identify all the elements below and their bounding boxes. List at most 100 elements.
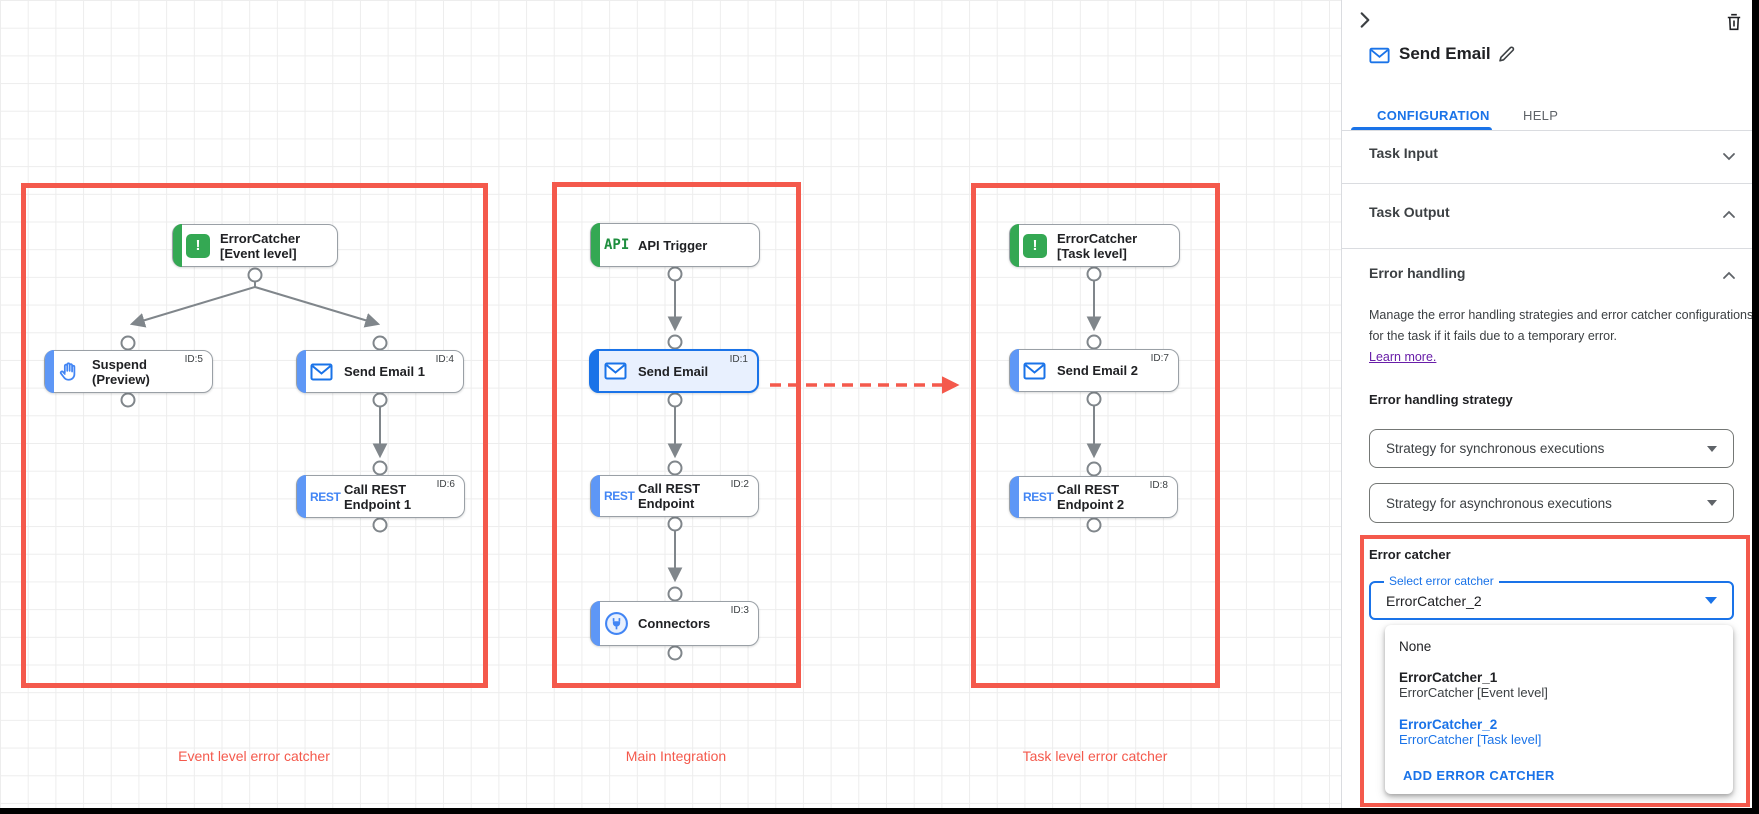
error-catcher-select[interactable]: Select error catcher ErrorCatcher_2 <box>1369 574 1734 620</box>
error-catcher-icon: ! <box>186 233 220 258</box>
dropdown-value: Strategy for synchronous executions <box>1386 441 1605 456</box>
section-task-input[interactable]: Task Input <box>1342 131 1752 183</box>
node-accent-bar <box>297 475 306 518</box>
node-title: Call REST Endpoint 2 <box>1057 482 1125 512</box>
node-send-email-2[interactable]: Send Email 2 ID:7 <box>1009 349 1179 392</box>
node-accent-bar <box>591 601 600 646</box>
section-label: Task Input <box>1369 145 1438 161</box>
node-title: ErrorCatcher [Event level] <box>220 230 301 261</box>
chevron-up-icon <box>1720 206 1738 229</box>
node-call-rest-endpoint-2[interactable]: REST Call REST Endpoint 2 ID:8 <box>1009 476 1178 518</box>
dropdown-arrow-icon <box>1707 445 1717 452</box>
node-title: API Trigger <box>638 237 708 253</box>
menu-item-description: ErrorCatcher [Task level] <box>1399 732 1542 747</box>
window-edge-right <box>1752 0 1759 814</box>
delete-task-button[interactable] <box>1725 12 1743 35</box>
node-title: Send Email <box>638 363 709 379</box>
group-label-main-integration: Main Integration <box>625 748 727 764</box>
tab-help[interactable]: HELP <box>1523 100 1558 130</box>
menu-item-errorcatcher-2-selected[interactable]: ErrorCatcher_2 ErrorCatcher [Task level] <box>1385 717 1733 747</box>
description-text: Manage the error handling strategies and… <box>1369 308 1754 343</box>
error-catcher-menu: None ErrorCatcher_1 ErrorCatcher [Event … <box>1385 625 1733 794</box>
integration-canvas[interactable]: Event level error catcher Main Integrati… <box>0 0 1341 814</box>
tab-configuration[interactable]: CONFIGURATION <box>1377 100 1490 130</box>
node-api-trigger[interactable]: API API Trigger <box>590 223 760 267</box>
node-errorcatcher-event-level[interactable]: ! ErrorCatcher [Event level] <box>172 224 338 267</box>
email-icon <box>1023 362 1057 380</box>
menu-item-errorcatcher-1[interactable]: ErrorCatcher_1 ErrorCatcher [Event level… <box>1385 670 1733 700</box>
add-error-catcher-button[interactable]: ADD ERROR CATCHER <box>1403 768 1555 783</box>
node-title: Suspend (Preview) <box>92 356 150 387</box>
dropdown-value: Strategy for asynchronous executions <box>1386 495 1612 511</box>
node-accent-bar <box>1010 476 1019 518</box>
trash-icon <box>1727 13 1741 31</box>
node-title: ErrorCatcher [Task level] <box>1057 230 1138 261</box>
node-accent-bar <box>45 350 54 393</box>
pencil-icon <box>1499 46 1515 62</box>
learn-more-link[interactable]: Learn more. <box>1369 350 1437 364</box>
node-send-email-1[interactable]: Send Email 1 ID:4 <box>296 350 464 393</box>
chevron-up-icon <box>1720 267 1738 290</box>
node-call-rest-endpoint-1[interactable]: REST Call REST Endpoint 1 ID:6 <box>296 475 465 518</box>
node-id-badge: ID:4 <box>435 354 454 365</box>
node-title: Send Email 1 <box>344 364 425 379</box>
task-title: Send Email <box>1399 44 1491 63</box>
node-accent-bar <box>590 349 599 393</box>
node-title: Send Email 2 <box>1057 363 1138 378</box>
node-accent-bar <box>591 475 600 517</box>
section-label: Task Output <box>1369 204 1450 220</box>
node-accent-bar <box>297 350 306 393</box>
dropdown-arrow-icon <box>1707 500 1717 506</box>
menu-item-none[interactable]: None <box>1385 638 1733 656</box>
task-config-panel: Send Email CONFIGURATION HELP Task Input… <box>1341 0 1754 814</box>
api-trigger-icon: API <box>604 237 630 253</box>
chevron-right-icon <box>1360 12 1370 28</box>
section-task-output[interactable]: Task Output <box>1342 190 1752 242</box>
select-floating-label: Select error catcher <box>1384 574 1499 588</box>
annotation-box-main-integration <box>552 182 801 688</box>
async-strategy-dropdown[interactable]: Strategy for asynchronous executions <box>1369 483 1734 523</box>
rest-icon: REST <box>604 489 635 503</box>
node-send-email-selected[interactable]: Send Email ID:1 <box>589 349 759 393</box>
divider <box>1342 130 1752 131</box>
select-value: ErrorCatcher_2 <box>1386 592 1482 609</box>
collapse-panel-button[interactable] <box>1354 9 1376 34</box>
menu-item-name: ErrorCatcher_1 <box>1399 670 1498 685</box>
chevron-down-icon <box>1720 147 1738 170</box>
node-suspend[interactable]: Suspend (Preview) ID:5 <box>44 350 213 393</box>
node-id-badge: ID:7 <box>1150 353 1169 364</box>
annotation-box-task-level <box>971 183 1220 688</box>
group-label-task-level: Task level error catcher <box>1022 748 1168 764</box>
annotation-box-event-level <box>21 183 488 688</box>
node-id-badge: ID:1 <box>729 354 748 365</box>
rest-icon: REST <box>310 489 341 504</box>
node-id-badge: ID:5 <box>184 354 203 365</box>
section-label: Error handling <box>1369 265 1466 281</box>
node-accent-bar <box>1010 224 1019 267</box>
node-call-rest-endpoint[interactable]: REST Call REST Endpoint ID:2 <box>590 475 759 517</box>
sync-strategy-dropdown[interactable]: Strategy for synchronous executions <box>1369 429 1734 468</box>
active-tab-underline <box>1351 127 1492 130</box>
node-errorcatcher-task-level[interactable]: ! ErrorCatcher [Task level] <box>1009 224 1180 267</box>
node-title: Call REST Endpoint 1 <box>344 481 412 512</box>
email-icon <box>604 362 638 380</box>
node-connectors[interactable]: Connectors ID:3 <box>590 601 759 646</box>
node-title: Call REST Endpoint <box>638 481 701 511</box>
node-id-badge: ID:6 <box>436 479 455 490</box>
email-icon <box>310 363 344 381</box>
edit-title-button[interactable] <box>1498 46 1515 66</box>
window-edge-bottom <box>0 808 1759 814</box>
connectors-icon <box>604 611 638 636</box>
menu-item-name: ErrorCatcher_2 <box>1399 717 1498 732</box>
rest-icon: REST <box>1023 490 1054 504</box>
dropdown-arrow-icon <box>1705 597 1717 604</box>
node-accent-bar <box>173 224 182 267</box>
group-label-event-level: Event level error catcher <box>178 748 330 764</box>
node-title: Connectors <box>638 616 711 631</box>
suspend-hand-icon <box>58 361 92 383</box>
error-catcher-icon: ! <box>1023 233 1057 258</box>
section-error-handling[interactable]: Error handling <box>1342 251 1752 303</box>
menu-item-description: ErrorCatcher [Event level] <box>1399 685 1548 700</box>
node-accent-bar <box>1010 349 1019 392</box>
divider <box>1342 183 1752 184</box>
